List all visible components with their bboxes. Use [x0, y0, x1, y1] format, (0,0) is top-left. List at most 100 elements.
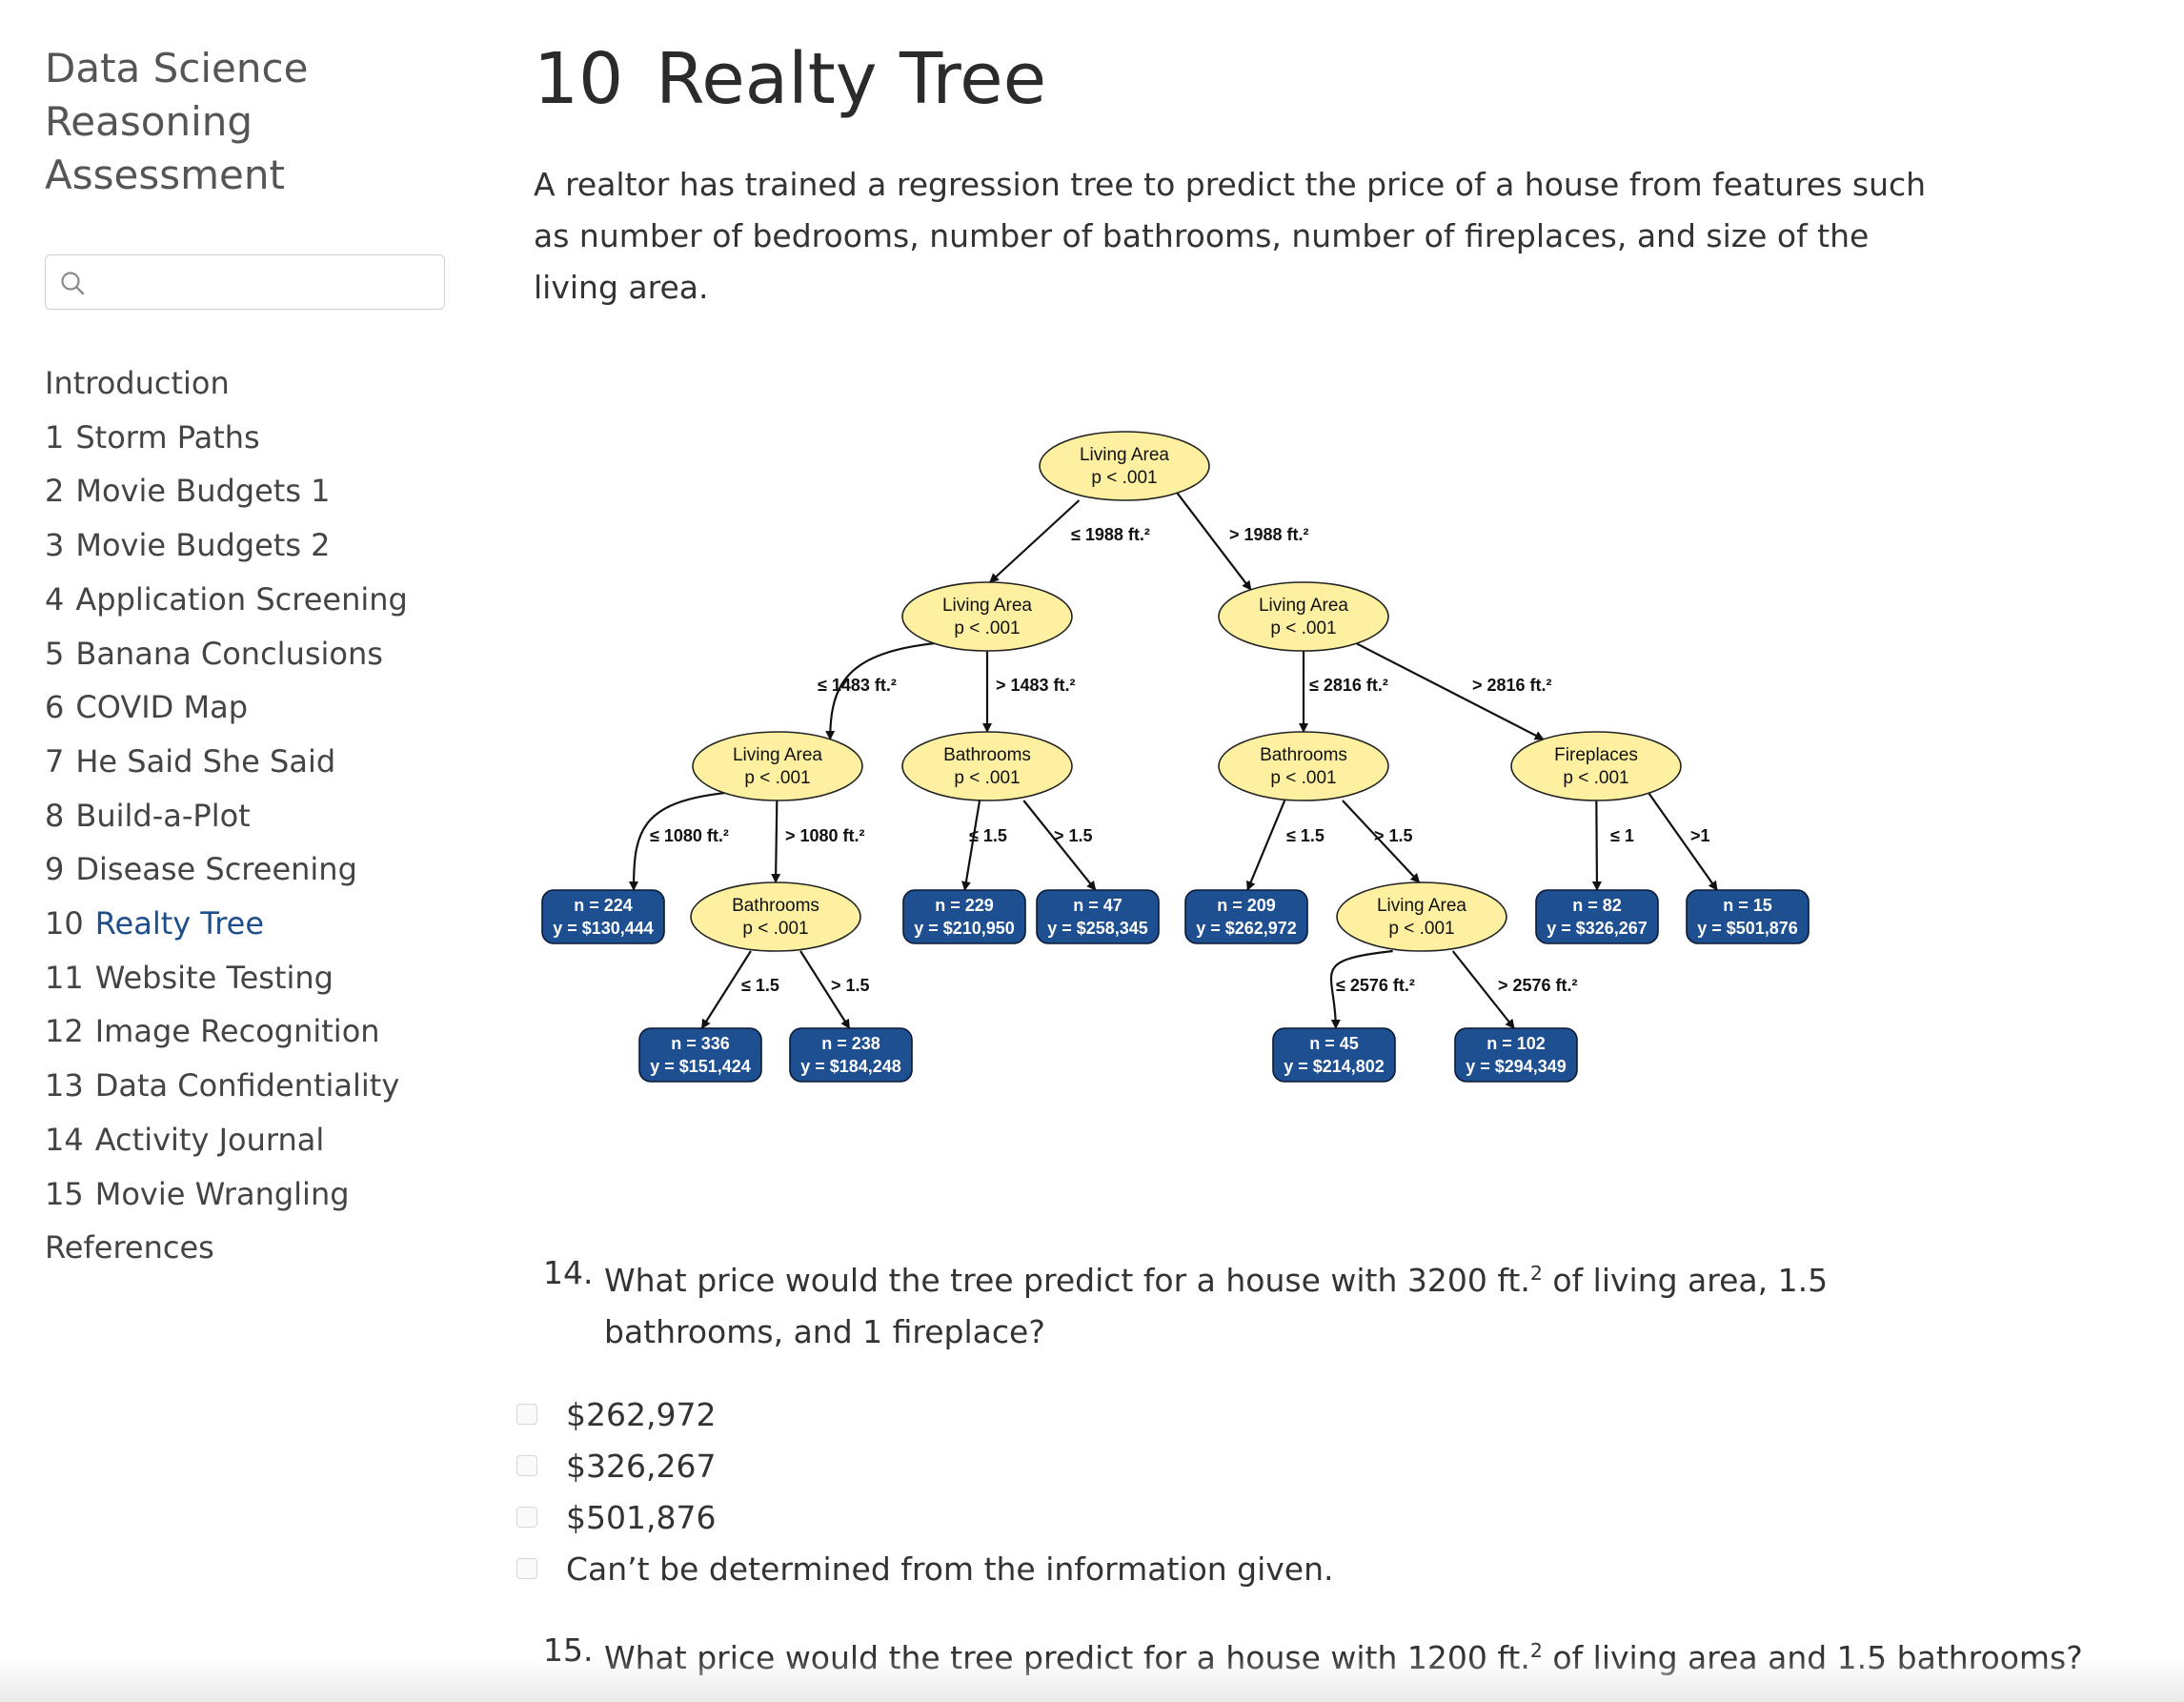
tree-edge	[1342, 800, 1421, 883]
split-p-value: p < .001	[742, 919, 808, 939]
split-p-value: p < .001	[1091, 468, 1157, 488]
option-checkbox[interactable]	[516, 1506, 537, 1528]
leaf-count: n = 102	[1486, 1034, 1546, 1053]
question-number: 14.	[543, 1254, 594, 1291]
leaf-node-shape	[1036, 889, 1160, 944]
chapter-number: 10	[534, 38, 624, 120]
leaf-node: n = 15 y = $501,876	[1686, 889, 1810, 944]
leaf-node: n = 47y = $258,345	[1036, 889, 1160, 944]
answer-option[interactable]: Can’t be determined from the information…	[516, 1544, 1334, 1595]
option-checkbox[interactable]	[516, 1403, 537, 1425]
leaf-count: n = 209	[1217, 896, 1276, 915]
leaf-node-shape	[1184, 889, 1308, 944]
nav-item-label: Activity Journal	[94, 1121, 325, 1158]
nav-item-number: 8	[45, 797, 65, 834]
leaf-prediction: y = $184,248	[800, 1057, 901, 1076]
answer-option[interactable]: $501,876	[516, 1492, 1334, 1544]
option-label: $501,876	[566, 1499, 717, 1536]
edge-label: ≤ 1.5	[969, 826, 1007, 845]
sidebar: Data Science Reasoning Assessment Introd…	[45, 42, 455, 1266]
tree-edge	[989, 499, 1081, 583]
split-p-value: p < .001	[954, 618, 1020, 638]
split-variable: Living Area	[1259, 596, 1348, 616]
leaf-node-shape	[902, 889, 1026, 944]
search-input[interactable]	[45, 254, 445, 310]
split-variable: Fireplaces	[1554, 745, 1638, 765]
edge-label: ≤ 2576 ft.²	[1336, 976, 1415, 995]
tree-edge	[1022, 800, 1097, 891]
site-title-line: Assessment	[45, 152, 285, 198]
answer-option[interactable]: $262,972	[516, 1389, 1334, 1441]
answer-option[interactable]: $326,267	[516, 1441, 1334, 1492]
nav-item-number: 12	[45, 1013, 84, 1050]
nav-item-label: Application Screening	[75, 580, 408, 618]
leaf-count: n = 15	[1723, 896, 1772, 915]
leaf-prediction: y = $326,267	[1547, 919, 1648, 938]
nav-item-number: 4	[45, 580, 65, 618]
leaf-prediction: y = $214,802	[1284, 1057, 1385, 1076]
tree-edge	[700, 950, 752, 1029]
nav-item-number: 1	[45, 418, 65, 456]
edge-label: ≤ 1	[1610, 826, 1634, 845]
split-node-shape	[1336, 881, 1507, 952]
nav-item-number: 13	[45, 1067, 84, 1104]
leaf-count: n = 224	[574, 896, 633, 915]
nav-item-label: Introduction	[45, 365, 230, 401]
site-title[interactable]: Data Science Reasoning Assessment	[45, 42, 455, 202]
nav-item-label: Storm Paths	[75, 418, 260, 456]
nav-item[interactable]: Introduction	[45, 356, 408, 411]
search-icon	[61, 272, 85, 295]
nav-item-label: Movie Budgets 1	[75, 473, 331, 510]
split-p-value: p < .001	[1270, 768, 1336, 788]
nav-item[interactable]: 1 Storm Paths	[45, 411, 408, 465]
leaf-node-shape	[1272, 1027, 1396, 1083]
nav-item-label: References	[45, 1229, 214, 1266]
option-checkbox[interactable]	[516, 1557, 537, 1579]
leaf-prediction: y = $501,876	[1697, 919, 1798, 938]
leaf-count: n = 238	[821, 1034, 880, 1053]
split-variable: Bathrooms	[943, 745, 1031, 765]
split-node-shape	[1218, 581, 1389, 652]
leaf-node: n = 238 y = $184,248	[789, 1027, 913, 1083]
leaf-node-shape	[1686, 889, 1810, 944]
leaf-prediction: y = $258,345	[1047, 919, 1148, 938]
option-checkbox[interactable]	[516, 1454, 537, 1476]
question-text-part: of living area, 1.5 bathrooms, and 1 fir…	[604, 1262, 1829, 1350]
leaf-count: n = 82	[1572, 896, 1622, 915]
nav-item-number: 7	[45, 742, 65, 780]
tree-edge	[961, 800, 981, 891]
option-label: $326,267	[566, 1448, 717, 1485]
option-label: $262,972	[566, 1396, 717, 1433]
tree-edge	[1451, 950, 1515, 1029]
edge-label: > 1080 ft.²	[785, 826, 865, 845]
leaf-prediction: y = $294,349	[1466, 1057, 1567, 1076]
nav-item[interactable]: 4 Application Screening	[45, 573, 408, 627]
nav-item-number: 9	[45, 851, 65, 888]
leaf-count: n = 336	[671, 1034, 730, 1053]
nav-item-label: COVID Map	[75, 689, 248, 726]
nav-item[interactable]: References	[45, 1221, 408, 1275]
edge-label: ≤ 1080 ft.²	[650, 826, 729, 845]
edge-label: > 1483 ft.²	[996, 676, 1076, 695]
nav-item-number: 15	[45, 1175, 84, 1212]
